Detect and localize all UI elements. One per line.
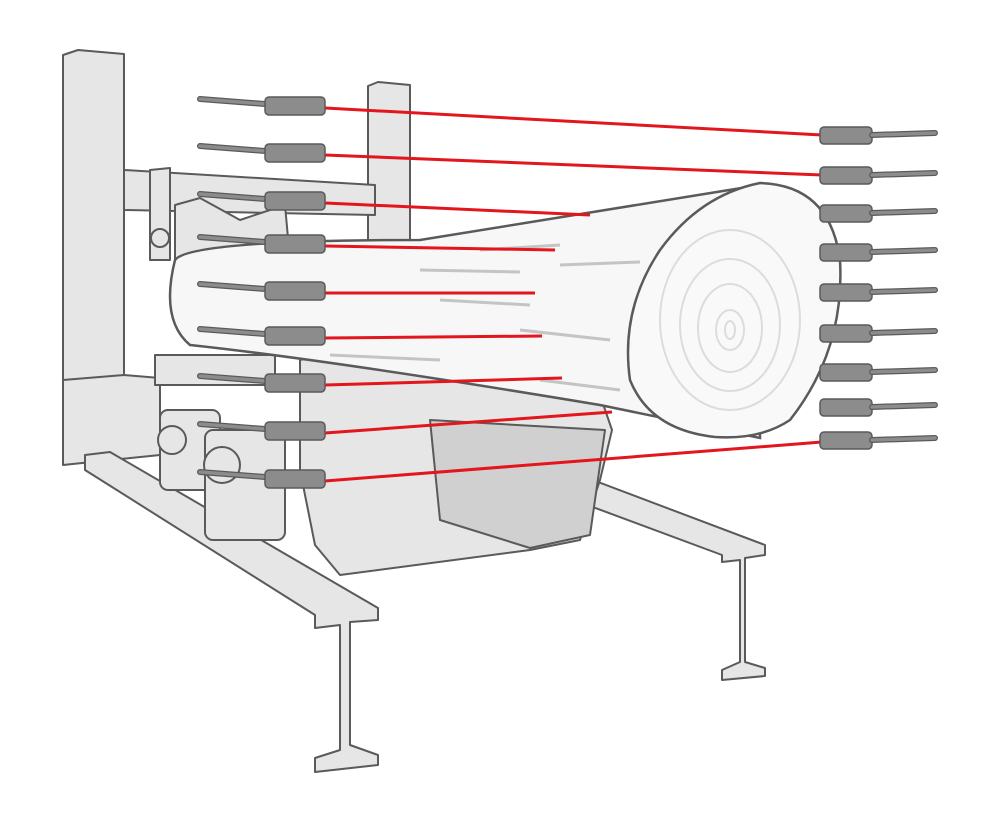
laser-sensor [819,204,938,223]
laser-sensor [197,421,326,441]
laser-sensor [819,166,938,185]
laser-line [324,201,591,217]
laser-sensor [819,126,938,145]
laser-sensor [197,373,326,393]
clamp-wheel [150,228,170,248]
laser-line [324,106,823,137]
laser-sensor [197,469,326,489]
laser-line [324,440,823,483]
sensor-array-right [819,126,938,450]
bark-texture [329,243,641,392]
laser-sensor [819,243,938,262]
laser-sensor [819,398,938,417]
laser-sensor [197,191,326,211]
laser-sensor [197,234,326,254]
laser-sensor [819,363,938,382]
laser-sensor [197,326,326,346]
laser-line [324,410,613,435]
frame-post-right [367,81,411,246]
laser-sensor [197,281,326,301]
laser-sensor [819,324,938,343]
laser-lines [324,106,823,483]
laser-line [324,334,543,340]
laser-sensor [197,96,326,116]
laser-line [324,153,823,177]
growth-rings [659,229,801,411]
laser-line [324,244,556,252]
i-beam-left [84,451,379,773]
frame-post-left [62,49,125,386]
laser-line [324,376,563,387]
sensor-array-left [197,96,326,489]
laser-sensor [819,431,938,450]
laser-sensor [197,143,326,163]
drum-inner [429,419,606,549]
laser-sensor [819,283,938,302]
frame-base [62,374,161,466]
bearing-1 [157,425,187,455]
